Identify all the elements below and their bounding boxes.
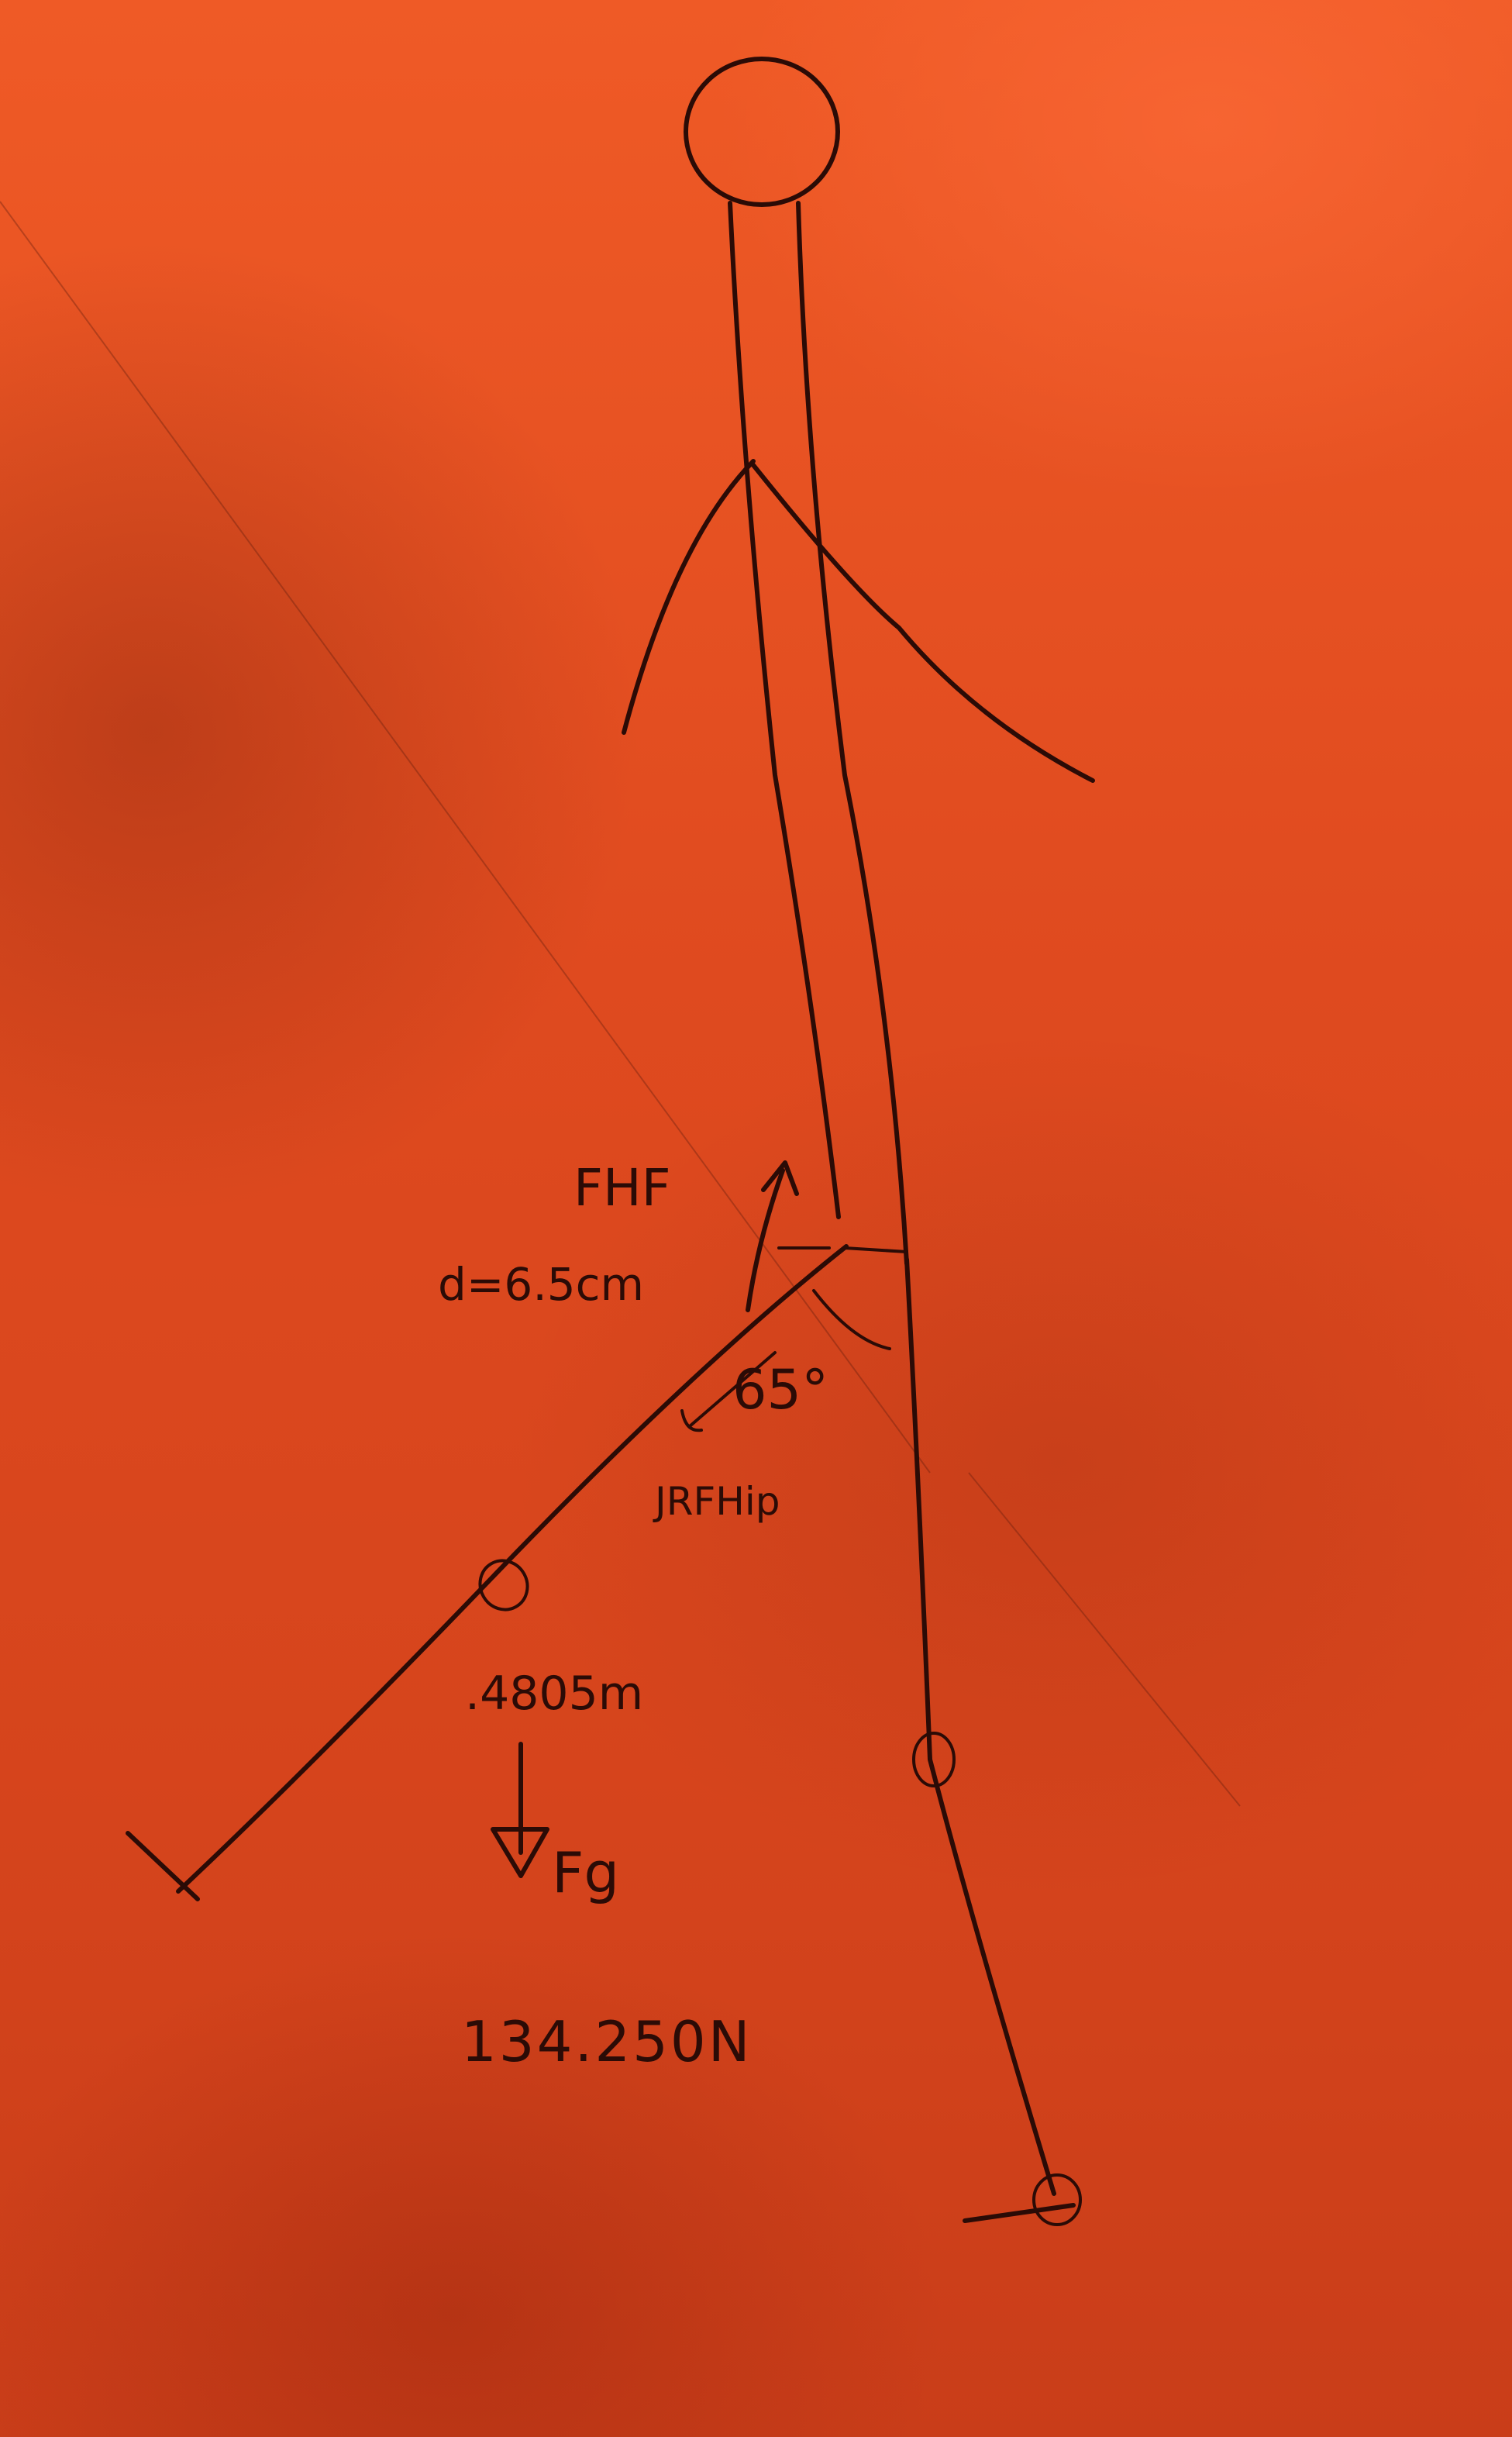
angle-label: 65° <box>732 1358 829 1422</box>
hip-flexor-force-label: FHF <box>573 1158 671 1218</box>
right-arm <box>751 463 1095 783</box>
torso-right-line <box>796 201 909 1266</box>
raised-leg <box>176 1244 849 1894</box>
left-arm <box>622 459 756 735</box>
standing-leg <box>904 1257 1056 2196</box>
angle-arc <box>812 1289 891 1350</box>
knee-joint-marker <box>478 1559 529 1611</box>
hip-reference-line <box>777 1246 908 1253</box>
standing-foot <box>963 2203 1076 2223</box>
ankle-joint-marker <box>1032 2173 1082 2226</box>
gravity-force-arrowhead <box>491 1827 549 1878</box>
torso-left-line <box>728 201 841 1219</box>
paper-fold-line <box>0 201 931 1474</box>
cog-distance-label: .4805m <box>465 1667 644 1721</box>
hip-flexor-force-arrow <box>746 1168 785 1312</box>
paper-fold-line <box>968 1472 1241 1807</box>
raised-foot <box>126 1831 200 1901</box>
hip-flexor-arrowhead <box>761 1160 799 1196</box>
head-circle <box>684 57 840 207</box>
joint-reaction-arrowhead <box>680 1409 703 1432</box>
joint-reaction-force-label: JRFHip <box>655 1479 780 1524</box>
standing-knee-marker <box>912 1732 956 1787</box>
gravity-force-value: 134.250N <box>461 2009 753 2074</box>
gravity-force-label: Fg <box>552 1840 620 1905</box>
moment-arm-label: d=6.5cm <box>438 1258 645 1311</box>
joint-reaction-force-arrow <box>688 1351 777 1428</box>
